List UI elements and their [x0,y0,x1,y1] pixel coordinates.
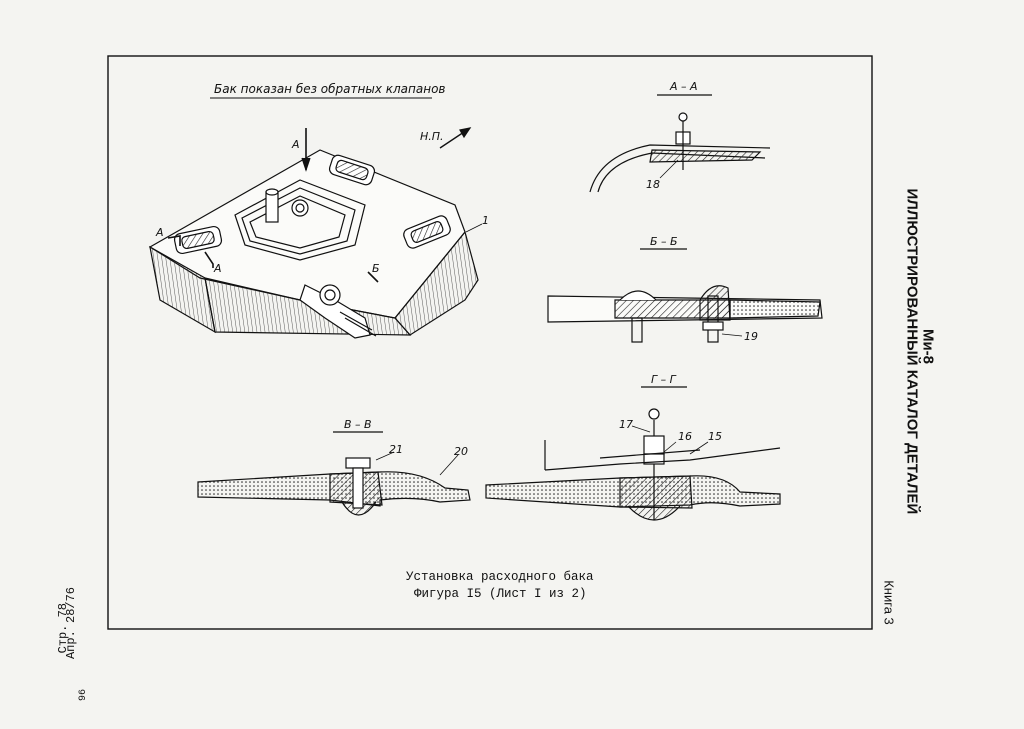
caption-line-1: Установка расходного бака [406,570,594,584]
section-gg [485,386,781,521]
callout-marker-b: Б [372,262,380,275]
callout-marker-a-low: А [214,262,222,275]
callout-item-17: 17 [619,418,633,431]
callout-flight-dir: Н.П. [420,130,444,143]
section-vv-label: В – В [344,418,372,431]
section-vv [197,431,471,516]
callout-item-18: 18 [646,178,660,191]
footer-sheet-no: 96 [78,689,89,702]
callout-view-a: А [292,138,300,151]
section-bb [547,248,823,343]
callout-item-1: 1 [482,214,489,227]
callout-item-20: 20 [454,445,468,458]
header-book: Книга 3 [881,580,897,625]
callout-item-21: 21 [389,443,403,456]
section-bb-label: Б – Б [650,235,678,248]
header-catalog: ИЛЛЮСТРИРОВАННЫЙ КАТАЛОГ ДЕТАЛЕЙ [903,188,921,515]
tank-isometric-view [148,127,483,339]
note-text: Бак показан без обратных клапанов [214,82,446,96]
callout-item-15: 15 [708,430,722,443]
header-model: Ми-8 [919,328,937,365]
section-aa [589,94,771,193]
callout-item-19: 19 [744,330,758,343]
footer-revision: Апр. 28/76 [64,587,78,660]
callout-item-16: 16 [678,430,692,443]
section-aa-label: А – А [670,80,698,93]
section-gg-label: Г – Г [651,373,676,386]
drawing-frame [107,55,873,630]
caption-line-2: Фигура I5 (Лист I из 2) [414,587,587,601]
callout-marker-a-left: А [156,226,164,239]
